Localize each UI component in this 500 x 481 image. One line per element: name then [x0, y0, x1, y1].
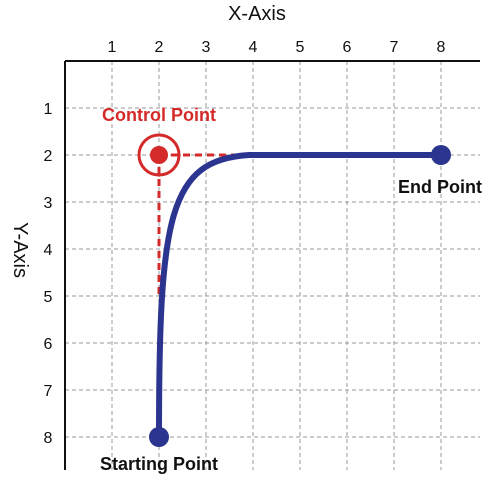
- x-tick-labels: 1 2 3 4 5 6 7 8: [108, 39, 446, 56]
- bezier-curve: [156, 152, 444, 440]
- y-tick-label: 5: [44, 289, 53, 306]
- x-tick-label: 4: [249, 39, 258, 56]
- control-point-label: Control Point: [102, 105, 216, 125]
- start-point-marker: [149, 427, 169, 447]
- x-axis-title: X-Axis: [228, 3, 286, 25]
- x-tick-label: 6: [343, 39, 352, 56]
- y-tick-label: 8: [44, 430, 53, 447]
- y-axis-title: Y-Axis: [9, 222, 31, 278]
- y-tick-label: 7: [44, 383, 53, 400]
- x-tick-label: 7: [390, 39, 399, 56]
- y-tick-labels: 1 2 3 4 5 6 7 8: [44, 101, 53, 447]
- x-tick-label: 8: [437, 39, 446, 56]
- start-point-label: Starting Point: [100, 454, 218, 474]
- control-point-marker: [150, 146, 168, 164]
- y-tick-label: 4: [44, 242, 53, 259]
- x-tick-label: 5: [296, 39, 305, 56]
- y-tick-label: 6: [44, 336, 53, 353]
- end-point-label: End Point: [398, 177, 482, 197]
- x-tick-label: 1: [108, 39, 117, 56]
- x-tick-label: 2: [155, 39, 164, 56]
- y-tick-label: 2: [44, 148, 53, 165]
- y-tick-label: 1: [44, 101, 53, 118]
- x-tick-label: 3: [202, 39, 211, 56]
- control-point-ring: [137, 133, 181, 177]
- end-point-marker: [431, 145, 451, 165]
- y-tick-label: 3: [44, 195, 53, 212]
